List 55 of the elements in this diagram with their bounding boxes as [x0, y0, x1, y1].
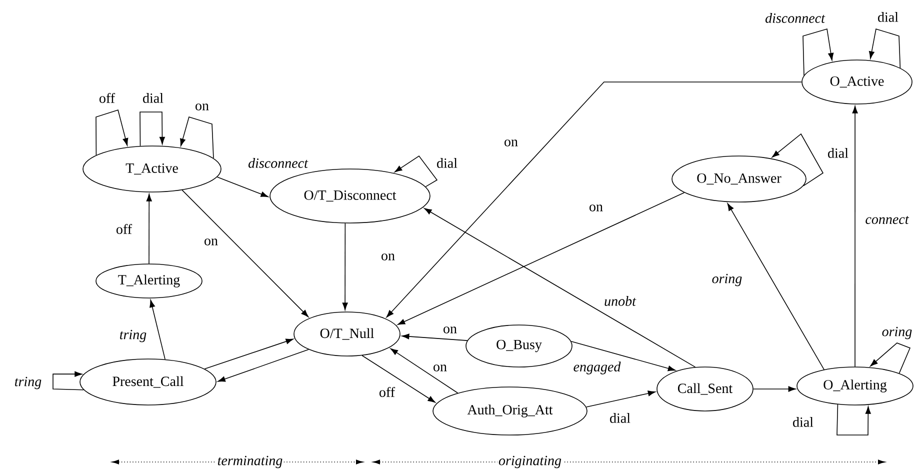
edge-label: dial — [826, 147, 850, 159]
edge-label: unobt — [603, 295, 637, 307]
arrow — [52, 371, 84, 390]
arrow — [150, 300, 166, 360]
arrow — [182, 190, 309, 318]
edge-label: disconnect — [764, 12, 826, 24]
edge-label: oring — [710, 272, 744, 288]
span-label: terminating — [216, 454, 284, 470]
arrow — [852, 106, 858, 367]
edge-label: on — [442, 326, 458, 334]
edge-label: on — [194, 102, 210, 112]
arrow — [204, 338, 294, 370]
arrow — [398, 192, 685, 325]
arrow — [870, 342, 911, 374]
edge-label: on — [380, 252, 396, 262]
edge-label: tring — [118, 328, 148, 344]
edge-label: off — [378, 386, 396, 398]
arrow — [146, 194, 152, 264]
edge-label: on — [503, 138, 519, 148]
arrow — [753, 386, 796, 392]
arrow — [772, 133, 824, 186]
edge-label: on — [432, 364, 448, 372]
arrow — [180, 116, 214, 159]
edge-label: off — [114, 223, 134, 235]
edge-label: dial — [142, 92, 164, 104]
arrow — [218, 349, 309, 382]
arrow — [836, 404, 871, 436]
arrow — [424, 208, 696, 368]
arrow — [216, 176, 268, 198]
arrow — [868, 28, 901, 68]
edge-label: dial — [608, 412, 632, 424]
arrow — [570, 341, 676, 372]
arrow — [386, 82, 802, 318]
edge-label: off — [98, 92, 116, 104]
edge-label: dial — [876, 11, 900, 23]
arrow — [727, 203, 824, 370]
edge-label: dial — [436, 157, 458, 169]
arrow — [362, 355, 436, 403]
edge-label: on — [588, 204, 604, 212]
arrow — [394, 155, 438, 188]
arrow — [586, 390, 656, 408]
edge-label: tring — [13, 376, 43, 390]
arrow — [96, 109, 128, 156]
arrow — [140, 112, 165, 146]
arrow — [402, 334, 468, 341]
edge-label: dial — [792, 416, 814, 428]
edge-label: oring — [880, 326, 914, 340]
edge-label: engaged — [572, 360, 622, 376]
arrow — [342, 222, 348, 310]
edge-label: disconnect — [247, 157, 309, 169]
arrow — [802, 28, 834, 76]
edge-label: connect — [864, 214, 910, 225]
arrow — [390, 348, 458, 394]
span-label: originating — [498, 454, 562, 470]
edge-label: on — [203, 238, 219, 246]
